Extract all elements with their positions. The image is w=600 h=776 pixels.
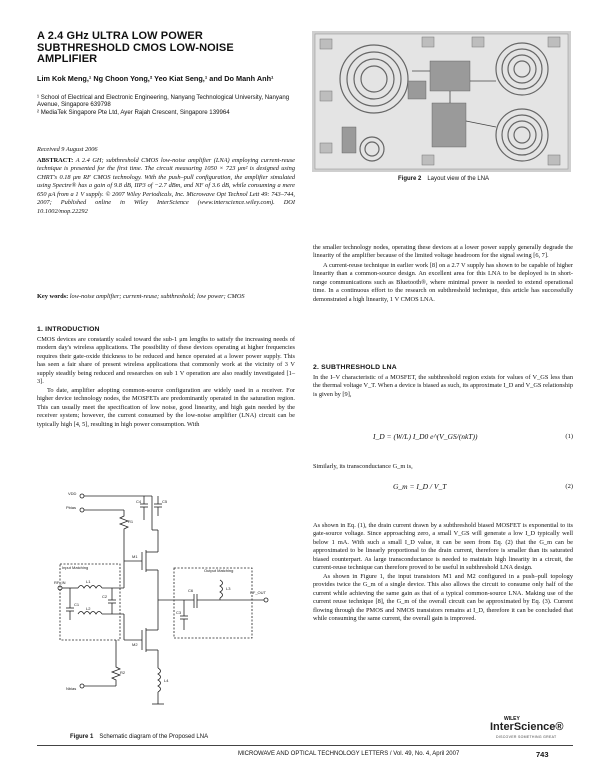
logo-tagline: DISCOVER SOMETHING GREAT <box>496 735 557 739</box>
keywords-label: Key words: <box>37 293 69 300</box>
figure1-schematic: VDD Pbias R1 C4 C5 M1 Input Matching RF_… <box>54 491 269 705</box>
abstract-label: ABSTRACT: <box>37 157 74 164</box>
figure2-caption-text: Layout view of the LNA <box>427 176 490 182</box>
section-introduction: 1. INTRODUCTION CMOS devices are constan… <box>37 326 295 429</box>
label-vdd: VDD <box>68 491 77 496</box>
label-c6: C6 <box>188 588 194 593</box>
label-l4: L4 <box>164 678 169 683</box>
label-r2: R2 <box>120 670 126 675</box>
label-c3: C3 <box>176 610 182 615</box>
affiliation-1: ¹ School of Electrical and Electronic En… <box>37 94 290 109</box>
equation-1-text: I_D = (W/L) I_D0 e^(V_GS/(nkT)) <box>373 432 478 441</box>
journal-footer: MICROWAVE AND OPTICAL TECHNOLOGY LETTERS… <box>238 751 460 757</box>
intro-paragraph-2: To date, amplifier adopting common-sourc… <box>37 386 295 428</box>
figure1-label: Figure 1 <box>70 734 94 740</box>
affiliation-2: ² MediaTek Singapore Pte Ltd, Ayer Rajah… <box>37 108 230 116</box>
label-l3: L3 <box>226 586 231 591</box>
abstract-text: A 2.4 GH; subthreshold CMOS low-noise am… <box>37 157 295 215</box>
section2-paragraph-1: In the I–V characteristic of a MOSFET, t… <box>313 374 573 398</box>
equation-2: G_m = I_D / V_T (2) <box>313 480 573 500</box>
figure1-caption: Figure 1 Schematic diagram of the Propose… <box>70 734 208 740</box>
equation-2-intro-text: Similarly, its transconductance G_m is, <box>313 463 413 470</box>
logo-interscience: InterScience® <box>490 721 564 733</box>
label-c4: C4 <box>136 499 142 504</box>
label-m2: M2 <box>132 642 138 647</box>
label-rf-in: RF_IN <box>54 580 66 585</box>
keywords-text: low-noise amplifier; current-reuse; subt… <box>69 293 245 300</box>
equation-2-number: (2) <box>565 483 573 490</box>
label-nbias: Nbias <box>66 686 76 691</box>
page-number: 743 <box>536 750 549 759</box>
wiley-interscience-logo: WILEY InterScience® DISCOVER SOMETHING G… <box>480 716 570 744</box>
affiliations: ¹ School of Electrical and Electronic En… <box>37 94 295 116</box>
abstract: ABSTRACT: A 2.4 GH; subthreshold CMOS lo… <box>37 157 295 216</box>
section1-heading: 1. INTRODUCTION <box>37 326 100 333</box>
article-title: A 2.4 GHz ULTRA LOW POWER SUBTHRESHOLD C… <box>37 30 234 65</box>
section2-paragraph-2: As shown in Eq. (1), the drain current d… <box>313 522 573 572</box>
label-output-matching: Output Matching <box>204 568 233 573</box>
label-rf-out: RF_OUT <box>250 590 267 595</box>
figure2-layout <box>312 31 571 172</box>
right-intro-continued: the smaller technology nodes, operating … <box>313 244 573 304</box>
equation-2-text: G_m = I_D / V_T <box>393 482 447 491</box>
label-c5: C5 <box>162 499 168 504</box>
equation-1-number: (1) <box>565 433 573 440</box>
label-c1: C1 <box>74 602 80 607</box>
label-pbias: Pbias <box>66 505 76 510</box>
intro-paragraph-1: CMOS devices are constantly scaled towar… <box>37 336 295 386</box>
authors: Lim Kok Meng,¹ Ng Choon Yong,² Yeo Kiat … <box>37 74 274 83</box>
label-r1: R1 <box>128 519 134 524</box>
equation-1: I_D = (W/L) I_D0 e^(V_GS/(nkT)) (1) <box>313 430 573 450</box>
figure1-caption-text: Schematic diagram of the Proposed LNA <box>99 734 209 740</box>
section2-body: As shown in Eq. (1), the drain current d… <box>313 522 573 623</box>
right-paragraph-2: A current-reuse technique in earlier wor… <box>313 261 573 303</box>
figure2-caption: Figure 2 Layout view of the LNA <box>398 176 489 182</box>
section2-paragraph-3: As shown in Figure 1, the input transist… <box>313 572 573 622</box>
equation-2-intro: Similarly, its transconductance G_m is, <box>313 463 573 471</box>
keywords: Key words: low-noise amplifier; current-… <box>37 293 295 301</box>
label-m1: M1 <box>132 554 138 559</box>
label-input-matching: Input Matching <box>62 565 88 570</box>
section-subthreshold: 2. SUBTHRESHOLD LNA In the I–V character… <box>313 364 573 399</box>
figure2-label: Figure 2 <box>398 176 422 182</box>
right-paragraph-1: the smaller technology nodes, operating … <box>313 244 573 260</box>
label-c2: C2 <box>102 594 108 599</box>
logo-wiley: WILEY <box>504 716 520 722</box>
label-l2: L2 <box>86 606 91 611</box>
received-date: Received 9 August 2006 <box>37 146 98 153</box>
label-l1: L1 <box>86 579 91 584</box>
section2-heading: 2. SUBTHRESHOLD LNA <box>313 364 397 371</box>
footer-rule <box>37 745 573 746</box>
